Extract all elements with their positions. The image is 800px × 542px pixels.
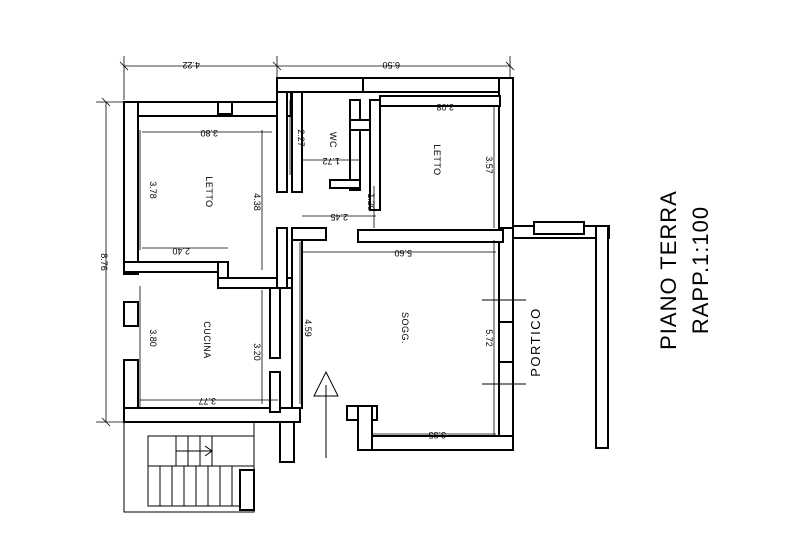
dim-sogg-width-bottom: 3.35 [428,430,446,440]
label-wc: WC [328,132,338,148]
dim-letto-left-bottom: 2.40 [172,246,190,256]
entrance-arrow-icon [313,370,339,458]
label-soggiorno: SOGG. [400,312,410,344]
label-cucina: CUCINA [202,321,212,359]
dim-sogg-width-top: 5.60 [394,248,412,258]
dim-cucina-height: 3.80 [148,329,158,347]
dim-cucina-width: 3.77 [198,396,216,406]
inner-dimensions [139,100,496,436]
label-letto-left: LETTO [204,176,214,207]
dim-corridor-width: 2.45 [330,212,348,222]
dim-letto-right-height: 3.57 [484,156,494,174]
plan-scale: RAPP.1:100 [688,206,713,334]
dim-letto-left-inner: 4.38 [252,193,262,211]
dim-letto-right-width: 3.08 [436,102,454,112]
plan-title: PIANO TERRA [656,190,681,350]
dim-cucina-inner: 3.20 [252,343,262,361]
dim-overall-top-left: 4.22 [182,60,200,70]
dim-sogg-height-right: 5.72 [484,329,494,347]
interior-walls [123,91,504,413]
dim-sogg-height-left: 4.59 [303,319,313,337]
dim-overall-left: 8.76 [99,253,109,271]
dim-letto-left-height: 3.78 [148,181,158,199]
dim-letto-left-width: 3.80 [200,128,218,138]
dim-wc-height: 2.27 [296,129,306,147]
label-letto-right: LETTO [432,144,442,175]
dim-corridor-height: 1.20 [366,193,376,211]
dim-wc-width: 1.72 [322,156,340,166]
stairs [123,421,295,513]
label-portico: PORTICO [528,307,543,377]
overall-dimensions [96,56,515,427]
dim-overall-top-right: 6.50 [382,60,400,70]
portico [482,221,610,449]
